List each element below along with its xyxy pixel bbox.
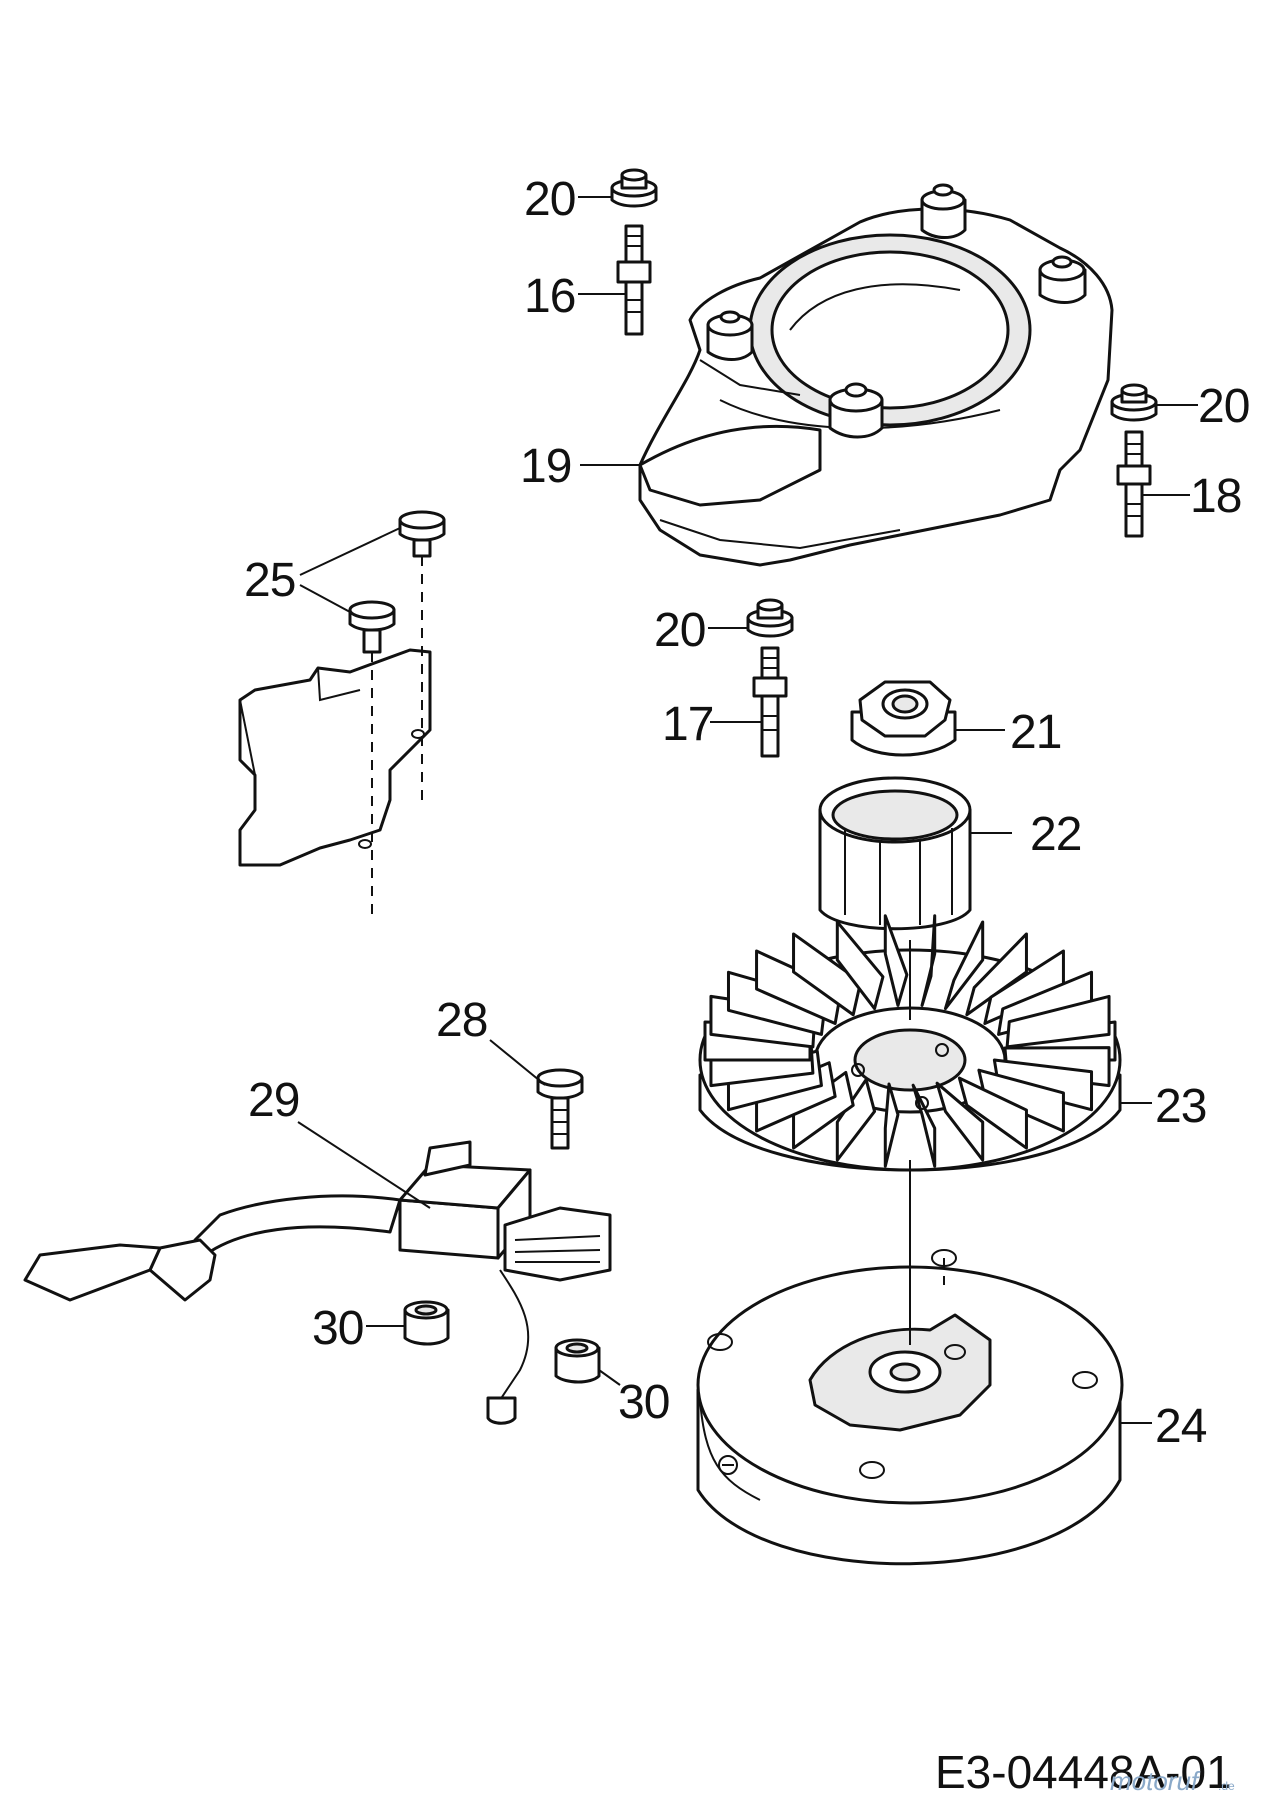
callout-20-right: 20 (1198, 380, 1249, 433)
fan-blade (1005, 994, 1111, 1049)
part-24-flywheel (696, 1249, 1124, 1566)
fan-blade (835, 1078, 877, 1162)
fan-blade (920, 914, 937, 1007)
callout-24: 24 (1155, 1400, 1207, 1453)
boss-top (920, 183, 967, 239)
fan-blade (835, 920, 885, 1011)
cover-plate (238, 648, 432, 867)
fan-blade (883, 914, 909, 1007)
part-23-flywheel-fan (698, 914, 1122, 1172)
part-16-stud (616, 224, 652, 336)
boss-front (828, 382, 884, 439)
drawing-code: E3-04448A-01 (935, 1746, 1232, 1798)
callout-25: 25 (244, 554, 295, 607)
fan-blade (911, 1083, 937, 1168)
fan-blade (977, 1068, 1065, 1133)
callout-20-top: 20 (524, 173, 575, 226)
callout-19: 19 (520, 440, 571, 493)
part-25-bolt-upper (398, 510, 446, 558)
part-20-flange-nut-right (1110, 383, 1158, 422)
callout-28: 28 (436, 994, 487, 1047)
part-22-starter-cup (818, 776, 972, 931)
part-30-spacer-left (403, 1300, 450, 1346)
fan-blades (703, 914, 1117, 1168)
boss-right (1038, 255, 1087, 304)
callout-18: 18 (1190, 470, 1241, 523)
part-30-spacer-right (554, 1338, 601, 1384)
callout-30-left: 30 (312, 1302, 363, 1355)
callout-21: 21 (1010, 706, 1061, 759)
part-25-bolt-lower (348, 600, 396, 654)
fan-blade (943, 920, 985, 1011)
watermark-logo: motoruf (1110, 1766, 1201, 1796)
leader-lines (297, 196, 1198, 1424)
part-20-flange-nut-top (610, 168, 658, 208)
callout-17: 17 (662, 698, 713, 751)
part-18-stud (1116, 430, 1152, 538)
boss-left (706, 310, 754, 361)
callout-22: 22 (1030, 808, 1081, 861)
part-19-blower-housing (638, 183, 1114, 567)
watermark-suffix: .de (1218, 1779, 1235, 1793)
fan-blade (883, 1082, 900, 1168)
part-21-flywheel-nut (850, 680, 957, 757)
callout-23: 23 (1155, 1080, 1206, 1133)
callout-29: 29 (248, 1074, 299, 1127)
part-20-flange-nut-center (746, 598, 794, 638)
callout-30-right: 30 (618, 1376, 669, 1429)
fan-blade (957, 1076, 1028, 1150)
part-28-coil-bolt (536, 1068, 584, 1150)
part-29-ignition-coil (23, 1140, 612, 1425)
part-17-stud (752, 646, 788, 758)
callout-20-center: 20 (654, 604, 705, 657)
fan-blade (935, 1081, 985, 1162)
fan-blade (792, 932, 863, 1017)
callout-16: 16 (524, 270, 575, 323)
callout-labels: 20 16 19 20 18 25 20 17 21 22 28 29 23 3… (244, 173, 1250, 1453)
